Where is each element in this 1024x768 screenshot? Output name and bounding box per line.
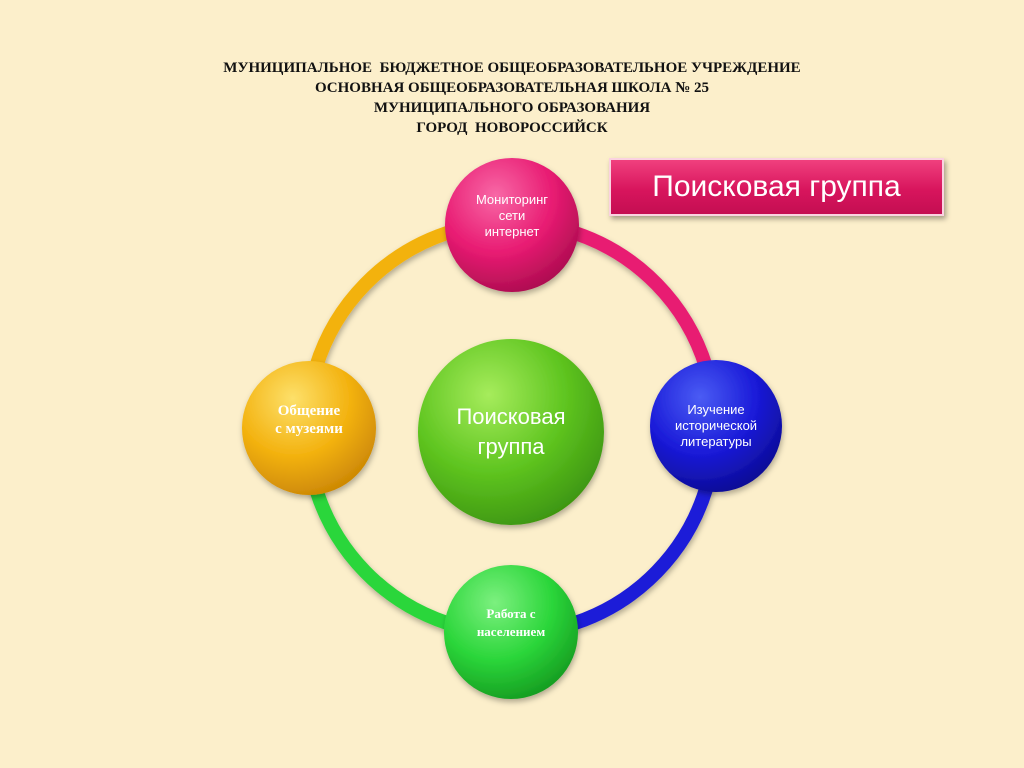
arc-top-right [568, 226, 713, 374]
header-line-4: ГОРОД НОВОРОССИЙСК [416, 120, 608, 136]
header-line-2: ОСНОВНАЯ ОБЩЕОБРАЗОВАТЕЛЬНАЯ ШКОЛА № 25 [314, 80, 710, 96]
node-top-circle [445, 158, 579, 292]
node-right-circle [650, 360, 782, 492]
node-top: Мониторинг сети интернет [445, 158, 579, 292]
arc-left-top [309, 226, 454, 374]
arc-bottom-left [309, 482, 454, 630]
node-right: Изучение исторической литературы [650, 360, 782, 492]
node-bottom-circle [444, 565, 578, 699]
center-node: Поисковая группа [418, 339, 604, 525]
header-line-3: МУНИЦИПАЛЬНОГО ОБРАЗОВАНИЯ [373, 100, 651, 116]
node-right-label: Изучение исторической литературы [674, 402, 758, 449]
node-bottom-label: Работа с населением [476, 606, 546, 639]
center-circle [418, 339, 604, 525]
node-left: Общение с музеями [241, 362, 377, 494]
node-left-circle [242, 361, 376, 495]
arc-right-bottom [568, 482, 713, 630]
header: МУНИЦИПАЛЬНОЕ БЮДЖЕТНОЕ ОБЩЕОБРАЗОВАТЕЛЬ… [0, 58, 1024, 138]
title-box: Поисковая группа [609, 158, 944, 216]
node-top-label: Мониторинг сети интернет [475, 192, 549, 239]
node-left-label: Общение с музеями [275, 403, 343, 437]
node-bottom: Работа с населением [444, 565, 578, 699]
center-node-label: Поисковая группа [456, 404, 566, 459]
header-line-1: МУНИЦИПАЛЬНОЕ БЮДЖЕТНОЕ ОБЩЕОБРАЗОВАТЕЛЬ… [223, 60, 801, 76]
